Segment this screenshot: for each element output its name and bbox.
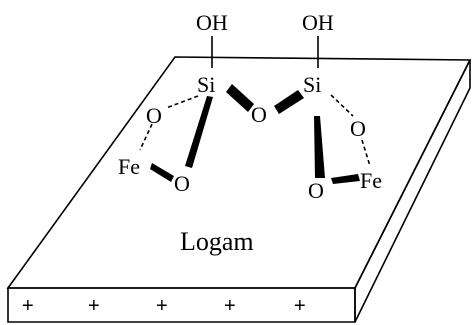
fe-left-label: Fe [118, 154, 140, 179]
bond-o-fe-left [139, 123, 153, 151]
si-right-label: Si [303, 72, 321, 97]
fe-right-label: Fe [360, 168, 382, 193]
bonds [139, 36, 371, 184]
metal-plate [6, 56, 472, 323]
bond-o-fe-right-lower [331, 174, 360, 184]
o-bridge-label: O [251, 102, 267, 127]
bond-si-o-right-upper [330, 94, 354, 117]
bond-si-o-left-upper [165, 95, 199, 109]
si-left-label: Si [197, 72, 215, 97]
o-left-upper-label: O [146, 103, 162, 128]
bond-o-si-bridge-right [274, 90, 304, 114]
charge-plus: + [156, 295, 168, 317]
o-right-lower-label: O [308, 178, 324, 203]
o-right-upper-label: O [350, 116, 366, 141]
bond-o-fe-right [361, 139, 371, 167]
surface-label: Logam [180, 227, 254, 256]
charge-plus: + [88, 295, 100, 317]
bond-si-o-right-lower [314, 116, 325, 178]
bond-si-o-left-lower [185, 96, 213, 168]
charge-plus: + [22, 295, 34, 317]
oh-right-label: OH [302, 10, 334, 35]
plate-side-face [354, 59, 471, 323]
bond-fe-o-left [150, 163, 174, 182]
charges: + + + + + [22, 295, 306, 317]
charge-plus: + [294, 295, 306, 317]
bond-si-o-bridge-left [226, 84, 254, 112]
oh-left-label: OH [196, 10, 228, 35]
charge-plus: + [224, 295, 236, 317]
o-left-lower-label: O [174, 171, 190, 196]
